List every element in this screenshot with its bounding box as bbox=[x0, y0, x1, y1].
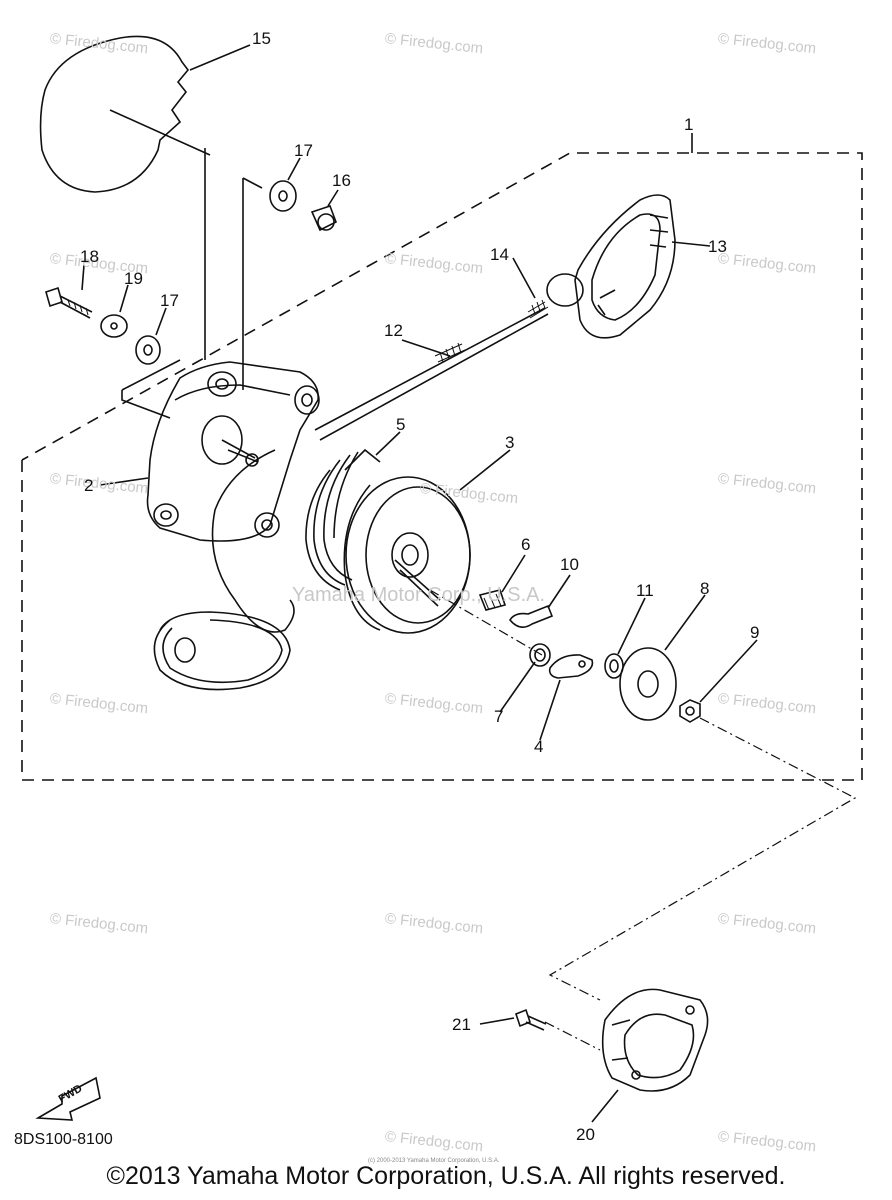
collar-part-left bbox=[135, 335, 161, 365]
pulley-housing-part bbox=[601, 988, 709, 1092]
callout-16: 16 bbox=[332, 171, 351, 190]
starter-case-part bbox=[146, 361, 320, 542]
pawl-pin-part bbox=[509, 604, 554, 628]
callout-4: 4 bbox=[534, 737, 544, 756]
pawl-part bbox=[548, 654, 594, 679]
callout-21: 21 bbox=[452, 1015, 471, 1034]
rope-part bbox=[153, 307, 549, 691]
nut-part bbox=[679, 699, 701, 723]
return-spring-part bbox=[529, 643, 551, 667]
handle-part bbox=[546, 194, 676, 339]
callout-2: 2 bbox=[84, 476, 94, 495]
callout-5: 5 bbox=[396, 415, 406, 434]
callout-6: 6 bbox=[521, 535, 531, 554]
callout-15: 15 bbox=[252, 29, 271, 48]
washer-part bbox=[100, 314, 128, 338]
rope-spring-part bbox=[527, 299, 549, 319]
drive-spring-part bbox=[478, 589, 507, 611]
collar-part-top bbox=[269, 180, 297, 212]
callout-3: 3 bbox=[505, 433, 515, 452]
callout-12: 12 bbox=[384, 321, 403, 340]
bolt-part bbox=[45, 286, 93, 319]
housing-bolt-part bbox=[515, 1008, 547, 1031]
spiral-spring-part bbox=[305, 448, 381, 591]
assembly-boundary bbox=[21, 152, 863, 781]
fwd-arrow-icon bbox=[35, 1076, 101, 1121]
copyright-footer: ©2013 Yamaha Motor Corporation, U.S.A. A… bbox=[106, 1162, 786, 1190]
diagram-code: 8DS100-8100 bbox=[14, 1131, 113, 1148]
callout-10: 10 bbox=[560, 555, 579, 574]
callout-7: 7 bbox=[494, 707, 504, 726]
callout-11: 11 bbox=[636, 581, 654, 600]
callout-18: 18 bbox=[80, 247, 99, 266]
sheave-drum-part bbox=[343, 476, 471, 634]
watermark-yamaha: Yamaha Motor Corp., U.S.A. bbox=[292, 584, 546, 606]
callout-17-top: 17 bbox=[294, 141, 313, 160]
callout-14: 14 bbox=[490, 245, 509, 264]
callout-20: 20 bbox=[576, 1125, 595, 1144]
drive-plate-part bbox=[619, 647, 677, 721]
callout-13: 13 bbox=[708, 237, 727, 256]
bushing-part bbox=[310, 204, 338, 232]
callout-8: 8 bbox=[700, 579, 710, 598]
callout-1: 1 bbox=[684, 115, 694, 134]
callout-9: 9 bbox=[750, 623, 760, 642]
callout-17-left: 17 bbox=[160, 291, 179, 310]
callout-19: 19 bbox=[124, 269, 143, 288]
decal-part bbox=[39, 35, 211, 193]
small-print: (c) 2000-2013 Yamaha Motor Corporation, … bbox=[368, 1158, 500, 1164]
